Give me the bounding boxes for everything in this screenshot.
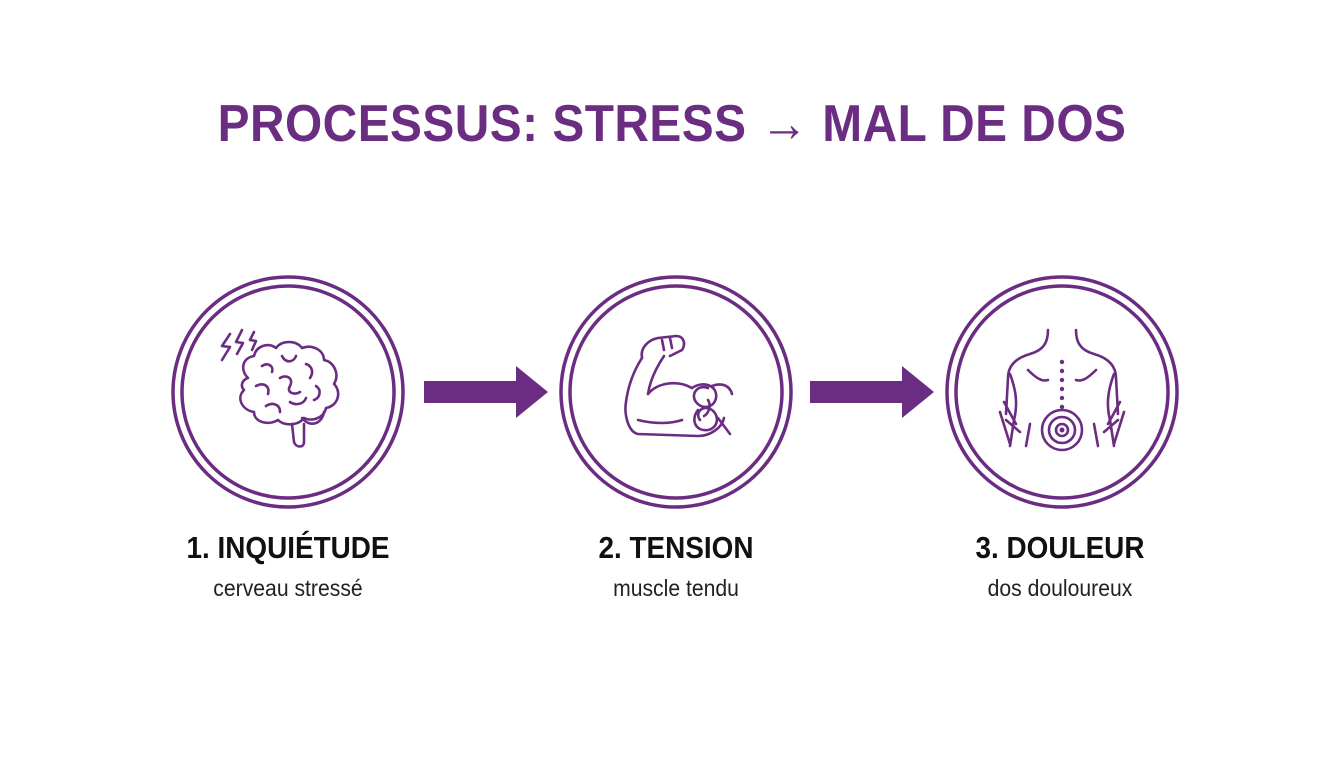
step-1-label: 1. INQUIÉTUDE cerveau stressé [138, 528, 438, 604]
step-2-label: 2. TENSION muscle tendu [526, 528, 826, 604]
arrow-1-to-2 [424, 366, 548, 418]
brain-stress-icon [171, 275, 405, 509]
diagram-title: PROCESSUS: STRESS → MAL DE DOS [217, 95, 1127, 153]
step-3-label: 3. DOULEUR dos douloureux [910, 528, 1210, 604]
step-3-name: 3. DOULEUR [975, 530, 1145, 565]
step-3-description: dos douloureux [987, 575, 1133, 601]
step-1-name: 1. INQUIÉTUDE [186, 530, 390, 565]
step-2-circle [558, 274, 794, 510]
step-1-description: cerveau stressé [213, 575, 363, 601]
step-2-name: 2. TENSION [598, 530, 754, 565]
arrow-2-to-3 [810, 366, 934, 418]
step-1-circle [170, 274, 406, 510]
step-3-circle [944, 274, 1180, 510]
back-pain-icon [945, 275, 1179, 509]
step-2-description: muscle tendu [613, 575, 739, 601]
flexed-arm-knot-icon [559, 275, 793, 509]
